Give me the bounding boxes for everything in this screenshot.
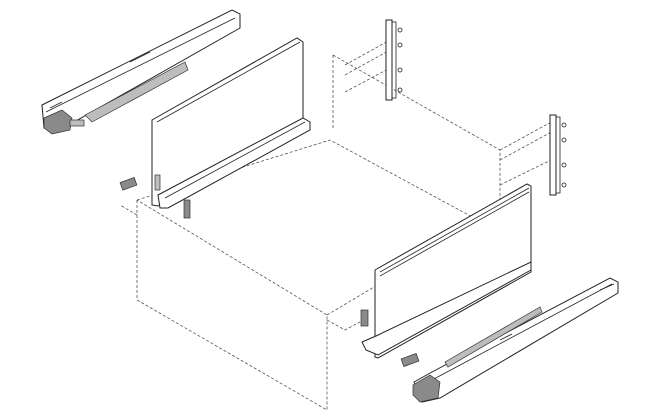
rear-bracket-right (549, 114, 567, 196)
drawer-side-left (119, 37, 311, 219)
runner-right (412, 277, 619, 403)
runner-left (41, 9, 241, 135)
drawer-side-right (360, 183, 532, 367)
rear-bracket-left (385, 19, 403, 101)
